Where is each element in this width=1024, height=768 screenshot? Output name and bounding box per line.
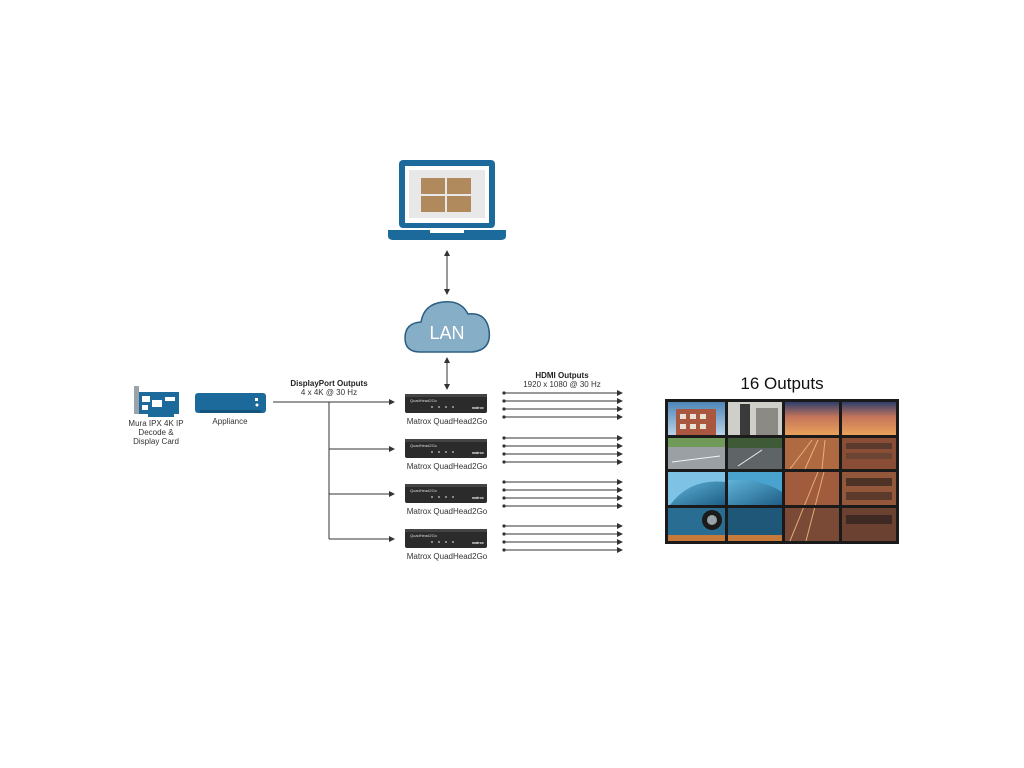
hdmi-spec: 1920 x 1080 @ 30 Hz	[523, 380, 601, 389]
quadhead-unit: QuadHead2Go matrox	[405, 394, 487, 413]
video-wall	[665, 399, 899, 544]
appliance-icon	[195, 393, 266, 413]
decoder-card-label-line: Mura IPX 4K IP	[128, 419, 183, 428]
quadhead-unit-label: Matrox QuadHead2Go	[407, 417, 488, 426]
laptop-base	[388, 230, 506, 240]
appliance-label: Appliance	[212, 417, 248, 426]
unit-logo: matrox	[472, 451, 484, 455]
laptop-tile	[447, 178, 471, 194]
unit-brand: QuadHead2Go	[410, 398, 438, 403]
quadhead-unit: QuadHead2Go matrox	[405, 439, 487, 458]
decoder-card-label-line: Decode &	[138, 428, 174, 437]
quadhead-unit-label: Matrox QuadHead2Go	[407, 507, 488, 516]
laptop-icon	[388, 160, 506, 240]
laptop-tile	[421, 178, 445, 194]
quadhead-unit: QuadHead2Go matrox	[405, 484, 487, 503]
hdmi-output-lines	[502, 390, 623, 553]
displayport-title: DisplayPort Outputs	[290, 379, 368, 388]
displayport-spec: 4 x 4K @ 30 Hz	[301, 388, 357, 397]
quadhead-unit-label: Matrox QuadHead2Go	[407, 552, 488, 561]
decoder-card-icon	[134, 386, 179, 417]
decoder-card-label-line: Display Card	[133, 437, 179, 446]
lan-cloud-icon: LAN	[404, 301, 491, 353]
quadhead-unit: QuadHead2Go matrox	[405, 529, 487, 548]
laptop-tile	[447, 196, 471, 212]
unit-brand: QuadHead2Go	[410, 443, 438, 448]
unit-logo: matrox	[472, 406, 484, 410]
displayport-links	[273, 399, 395, 542]
video-wall-title: 16 Outputs	[740, 374, 823, 393]
lan-label: LAN	[429, 323, 464, 343]
hdmi-title: HDMI Outputs	[535, 371, 589, 380]
unit-brand: QuadHead2Go	[410, 488, 438, 493]
laptop-tile	[421, 196, 445, 212]
unit-brand: QuadHead2Go	[410, 533, 438, 538]
unit-logo: matrox	[472, 496, 484, 500]
unit-logo: matrox	[472, 541, 484, 545]
quadhead-unit-label: Matrox QuadHead2Go	[407, 462, 488, 471]
